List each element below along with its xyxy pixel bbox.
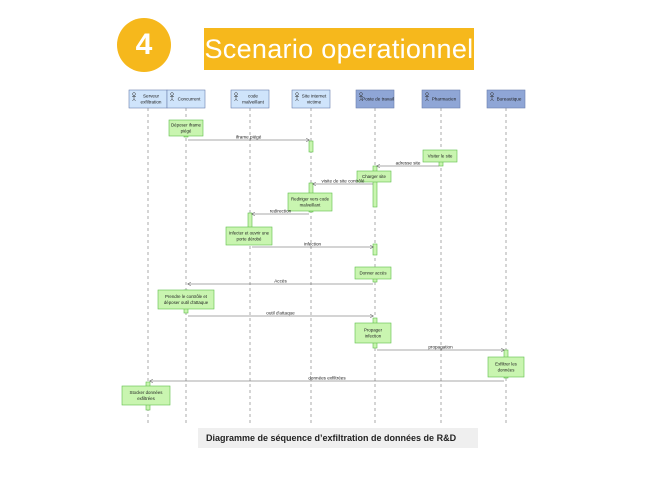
- lifeline-code-head: [230, 89, 270, 109]
- activity-box: [287, 192, 333, 212]
- activity-label: Charger site: [362, 174, 386, 179]
- message-4: redirection: [252, 209, 309, 215]
- message-label: adresse site: [396, 161, 421, 166]
- lifeline-concurrent-head: [166, 89, 206, 109]
- slide-number-badge: 4: [117, 18, 171, 72]
- activity-3: Charger site: [356, 170, 392, 183]
- lifeline-poste: Poste de travail: [355, 89, 395, 424]
- actor-icon: [132, 92, 136, 102]
- activity-box: [157, 289, 215, 310]
- lifeline-poste-head: [355, 89, 395, 109]
- lifeline-concurrent-label: Concurrent: [178, 97, 201, 102]
- activity-box: [225, 226, 273, 246]
- message-7: outil d'attaque: [188, 311, 373, 317]
- message-label: infection: [304, 242, 322, 247]
- activity-box: [354, 266, 392, 280]
- message-6: Accès: [188, 279, 373, 285]
- activity-box: [168, 119, 204, 137]
- message-label: Iframe piégé: [236, 135, 262, 140]
- actor-icon: [170, 92, 174, 102]
- message-label: outil d'attaque: [266, 311, 295, 316]
- activity-box: [487, 356, 525, 378]
- activity-box: [354, 322, 392, 344]
- message-3: visite de site contrôlé: [313, 179, 373, 185]
- activation-bar: [372, 165, 378, 208]
- message-5: infection: [252, 242, 373, 248]
- lifeline-concurrent: Concurrent: [166, 89, 206, 424]
- message-label: redirection: [270, 209, 292, 214]
- lifeline-bureautique: Bureautique: [486, 89, 526, 424]
- lifeline-pharmacien-label: Pharmacien: [432, 97, 457, 102]
- lifeline-bureautique-head: [486, 89, 526, 109]
- actor-icon: [295, 92, 299, 102]
- lifeline-pharmacien: Pharmacien: [421, 89, 461, 424]
- lifeline-bureautique-label: Bureautique: [497, 97, 522, 102]
- actor-icon: [425, 92, 429, 102]
- message-9: données exfiltrées: [150, 376, 504, 382]
- message-2: adresse site: [377, 161, 439, 167]
- message-1: Iframe piégé: [188, 135, 309, 141]
- actor-icon: [234, 92, 238, 102]
- activity-label: Visiter le site: [428, 154, 453, 159]
- activity-box: [356, 170, 392, 183]
- diagram-caption: Diagramme de séquence d’exfiltration de …: [198, 428, 478, 448]
- message-label: données exfiltrées: [308, 376, 346, 381]
- lifeline-pharmacien-head: [421, 89, 461, 109]
- lifeline-site-head: [291, 89, 331, 109]
- activity-6: Donner accès: [354, 266, 392, 280]
- message-label: propagation: [428, 345, 453, 350]
- slide-title: Scenario operationnel: [204, 28, 474, 70]
- message-8: propagation: [377, 345, 504, 351]
- message-label: visite de site contrôlé: [322, 179, 365, 184]
- activity-box: [121, 385, 171, 406]
- actor-icon: [359, 92, 363, 102]
- activation-bar: [308, 140, 314, 153]
- message-label: Accès: [274, 279, 287, 284]
- lifeline-poste-label: Poste de travail: [362, 97, 394, 102]
- activity-label: Donner accès: [359, 271, 387, 276]
- actor-icon: [490, 92, 494, 102]
- activation-bar: [372, 243, 378, 256]
- activity-2: Visiter le site: [422, 149, 458, 163]
- activity-box: [422, 149, 458, 163]
